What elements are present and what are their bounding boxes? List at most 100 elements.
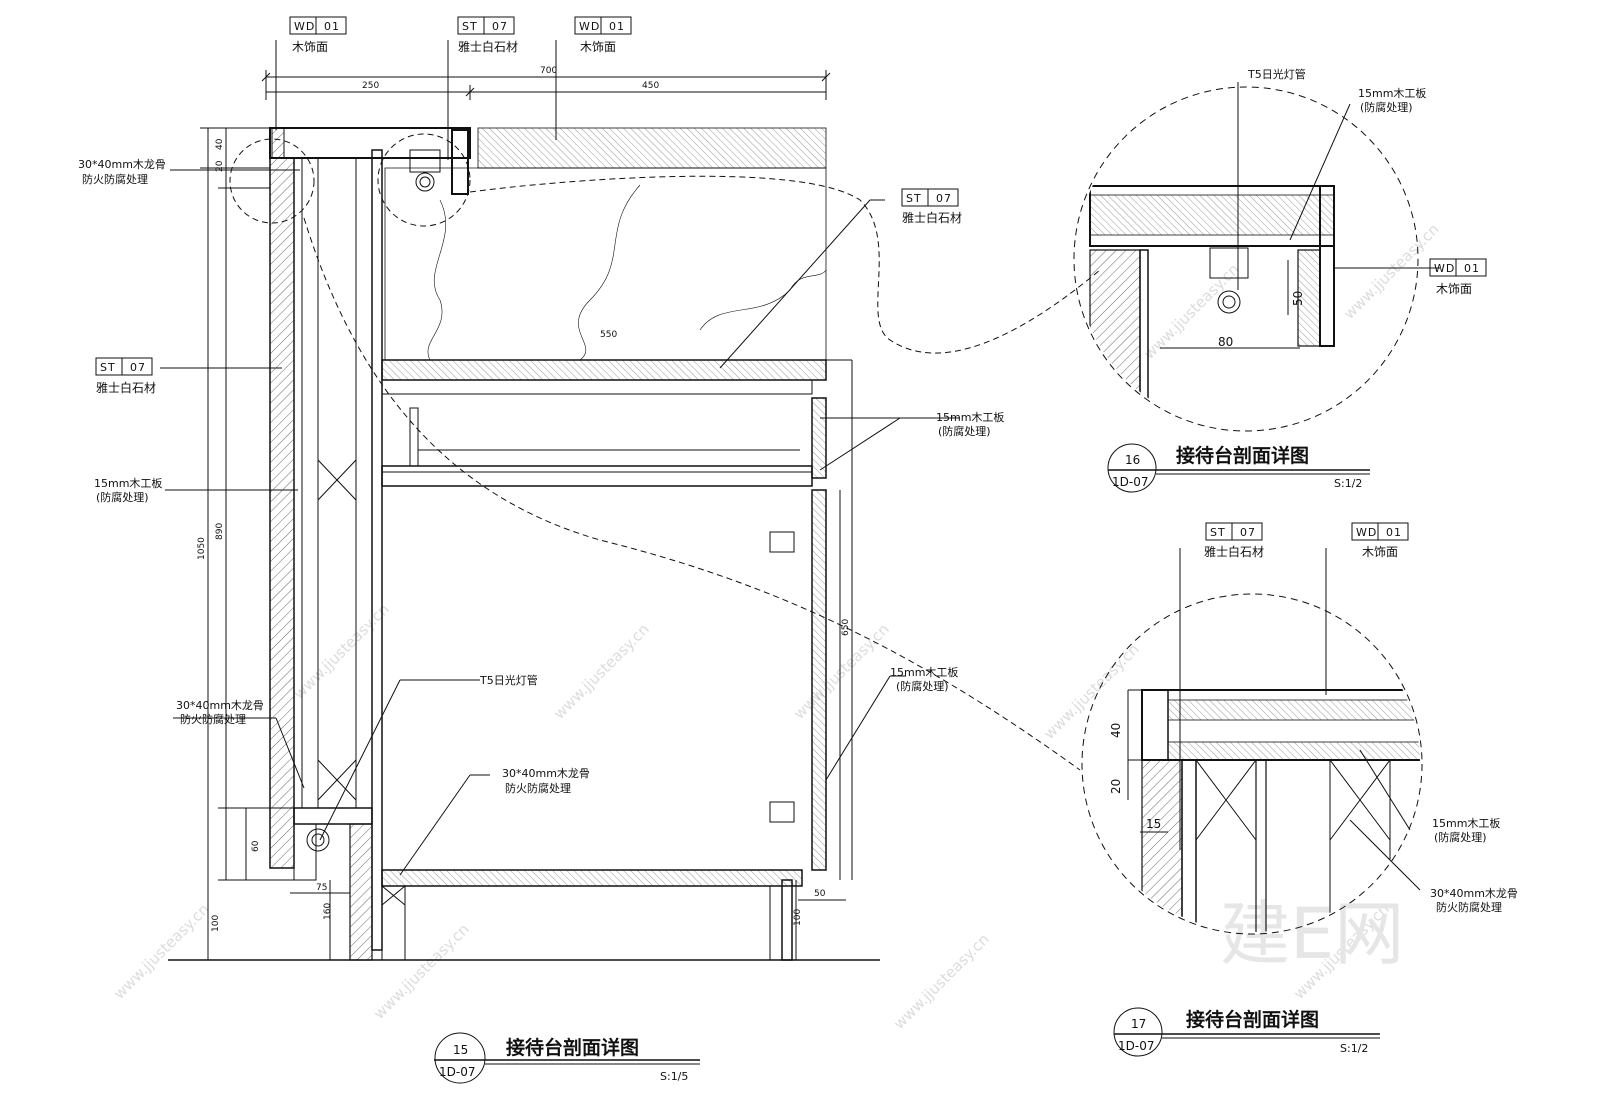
title-block-15: 15 1D-07 接待台剖面详图 S:1/5 — [434, 1032, 700, 1084]
detail-17 — [1081, 548, 1423, 935]
dim-700: 700 — [540, 66, 557, 76]
svg-text:木饰面: 木饰面 — [292, 40, 328, 54]
dim-75: 75 — [316, 883, 327, 893]
dim-100-left: 100 — [211, 915, 221, 932]
tag-st07-top: ST 07 雅士白石材 — [457, 16, 518, 54]
svg-text:ST: ST — [1210, 526, 1226, 539]
tag-st07-17: ST 07 雅士白石材 — [1204, 522, 1264, 559]
svg-text:16: 16 — [1125, 453, 1140, 467]
svg-text:01: 01 — [324, 20, 340, 33]
svg-text:木饰面: 木饰面 — [580, 40, 616, 54]
svg-text:07: 07 — [492, 20, 508, 33]
note-board-16: 15mm木工板 — [1358, 86, 1426, 100]
tag-wd01-top-right: WD 01 木饰面 — [574, 16, 632, 54]
dim-650: 650 — [841, 619, 851, 636]
dim-40: 40 — [215, 138, 225, 150]
svg-text:雅士白石材: 雅士白石材 — [1204, 544, 1264, 559]
dim-1050: 1050 — [197, 537, 207, 560]
note-keel-top-sub: 防火防腐处理 — [82, 172, 148, 186]
svg-text:S:1/5: S:1/5 — [660, 1070, 688, 1083]
note-board-door-sub: (防腐处理) — [896, 679, 949, 693]
svg-text:15: 15 — [453, 1043, 468, 1057]
svg-text:S:1/2: S:1/2 — [1334, 477, 1362, 490]
title-block-17: 17 1D-07 接待台剖面详图 S:1/2 — [1113, 1007, 1380, 1057]
tag-st07-left: ST 07 雅士白石材 — [95, 357, 156, 395]
svg-text:雅士白石材: 雅士白石材 — [902, 210, 962, 225]
svg-text:S:1/2: S:1/2 — [1340, 1042, 1368, 1055]
svg-text:www.jjusteasy.cn: www.jjusteasy.cn — [1340, 220, 1443, 323]
note-board-door: 15mm木工板 — [890, 665, 958, 679]
svg-text:www.jjusteasy.cn: www.jjusteasy.cn — [290, 600, 393, 703]
svg-text:17: 17 — [1131, 1017, 1146, 1031]
watermark-layer: www.jjusteasy.cn www.jjusteasy.cn www.jj… — [110, 220, 1443, 1033]
svg-text:www.jjusteasy.cn: www.jjusteasy.cn — [110, 900, 213, 1003]
note-board-right-sub: (防腐处理) — [938, 424, 991, 438]
note-board-left: 15mm木工板 — [94, 476, 162, 490]
svg-text:WD: WD — [1356, 526, 1377, 539]
svg-text:www.jjusteasy.cn: www.jjusteasy.cn — [370, 920, 473, 1023]
dim-100-right: 100 — [793, 909, 803, 926]
svg-text:木饰面: 木饰面 — [1362, 545, 1398, 559]
svg-text:ST: ST — [100, 361, 116, 374]
svg-text:雅士白石材: 雅士白石材 — [96, 380, 156, 395]
note-board-right: 15mm木工板 — [936, 410, 1004, 424]
note-keel-lower-sub: 防火防腐处理 — [180, 712, 246, 726]
note-keel-17-sub: 防火防腐处理 — [1436, 900, 1502, 914]
dim-80: 80 — [1218, 335, 1233, 349]
note-lamp-16: T5日光灯管 — [1247, 67, 1306, 81]
title-block-16: 16 1D-07 接待台剖面详图 S:1/2 — [1107, 443, 1370, 493]
svg-text:01: 01 — [1464, 262, 1480, 275]
note-keel-bottom: 30*40mm木龙骨 — [502, 767, 590, 780]
dim-450: 450 — [642, 81, 659, 91]
svg-text:ST: ST — [462, 20, 478, 33]
tag-st07-right: ST 07 雅士白石材 — [901, 188, 962, 225]
svg-text:01: 01 — [1386, 526, 1402, 539]
note-keel-top: 30*40mm木龙骨 — [78, 158, 166, 171]
tag-wd01-17: WD 01 木饰面 — [1351, 522, 1409, 559]
svg-text:WD: WD — [579, 20, 600, 33]
note-board-16-sub: (防腐处理) — [1360, 100, 1413, 114]
dim-20-17: 20 — [1109, 779, 1123, 794]
tag-wd01-16: WD 01 木饰面 — [1429, 258, 1487, 296]
detail-16 — [1073, 82, 1440, 432]
note-board-left-sub: (防腐处理) — [96, 490, 149, 504]
note-keel-lower: 30*40mm木龙骨 — [176, 699, 264, 712]
svg-text:07: 07 — [130, 361, 146, 374]
dim-250: 250 — [362, 81, 379, 91]
dim-60: 60 — [251, 840, 261, 852]
svg-text:www.jjusteasy.cn: www.jjusteasy.cn — [890, 930, 993, 1033]
svg-text:07: 07 — [936, 192, 952, 205]
svg-text:接待台剖面详图: 接待台剖面详图 — [506, 1036, 639, 1059]
note-board-17-sub: (防腐处理) — [1434, 830, 1487, 844]
note-keel-17: 30*40mm木龙骨 — [1430, 887, 1518, 900]
svg-text:www.jjusteasy.cn: www.jjusteasy.cn — [550, 620, 653, 723]
tag-wd01-top-left: WD 01 木饰面 — [289, 16, 347, 54]
svg-text:ST: ST — [906, 192, 922, 205]
note-keel-bottom-sub: 防火防腐处理 — [505, 781, 571, 795]
svg-text:www.jjusteasy.cn: www.jjusteasy.cn — [1040, 640, 1143, 743]
svg-text:WD: WD — [1434, 262, 1455, 275]
svg-text:1D-07: 1D-07 — [439, 1065, 475, 1079]
svg-text:接待台剖面详图: 接待台剖面详图 — [1186, 1008, 1319, 1031]
dim-890: 890 — [215, 523, 225, 540]
note-lamp-15: T5日光灯管 — [479, 673, 538, 687]
svg-text:WD: WD — [294, 20, 315, 33]
svg-text:雅士白石材: 雅士白石材 — [458, 39, 518, 54]
note-board-17: 15mm木工板 — [1432, 816, 1500, 830]
svg-text:01: 01 — [609, 20, 625, 33]
svg-text:1D-07: 1D-07 — [1112, 475, 1148, 489]
svg-text:07: 07 — [1240, 526, 1256, 539]
svg-text:1D-07: 1D-07 — [1118, 1039, 1154, 1053]
dim-40-17: 40 — [1109, 723, 1123, 738]
svg-text:接待台剖面详图: 接待台剖面详图 — [1176, 444, 1309, 467]
dim-50: 50 — [814, 889, 826, 899]
brand-watermark: 建E网 — [1220, 893, 1404, 975]
section-15 — [160, 40, 1101, 961]
dim-550: 550 — [600, 330, 617, 340]
svg-text:木饰面: 木饰面 — [1436, 282, 1472, 296]
dim-15-17: 15 — [1146, 817, 1161, 831]
dim-160: 160 — [323, 903, 333, 920]
dim-20: 20 — [215, 160, 225, 172]
dim-50-16: 50 — [1291, 291, 1305, 306]
